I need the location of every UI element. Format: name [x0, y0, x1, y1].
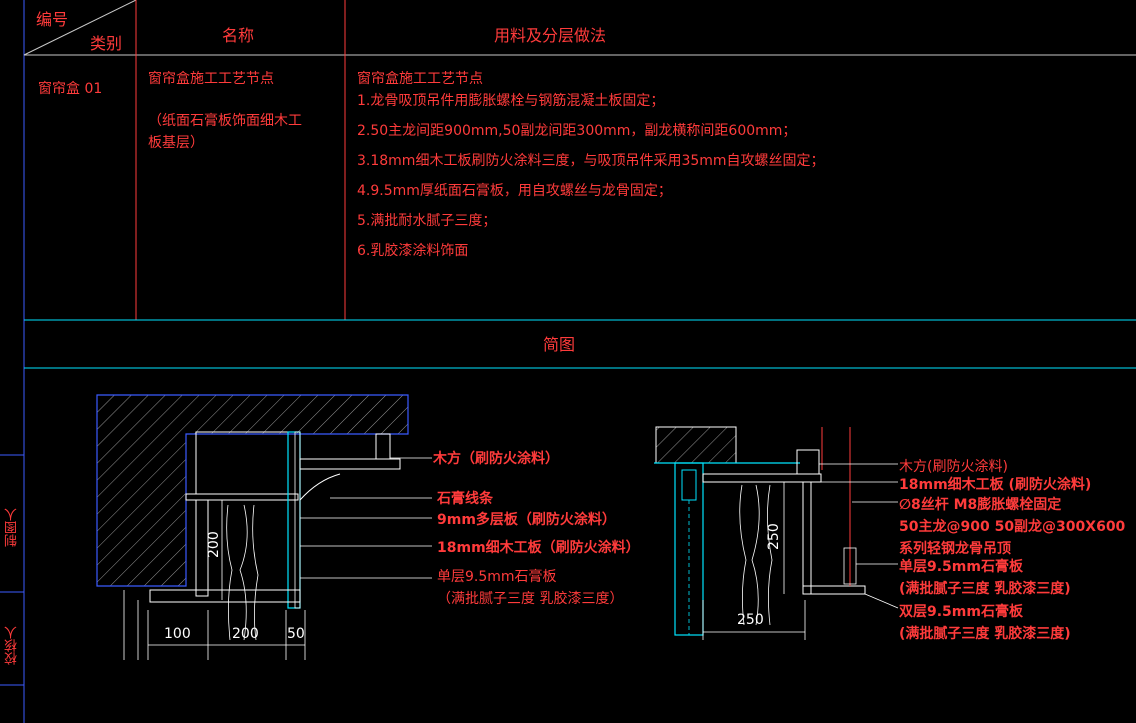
right-label-finish-2: (满批腻子三度 乳胶漆三度): [899, 626, 1071, 642]
left-dim-50: 50: [287, 626, 305, 642]
right-label-gypsum-double: 双层9.5mm石膏板: [899, 604, 1023, 620]
right-label-18mm: 18mm细木工板 (刷防火涂料): [899, 477, 1092, 493]
concrete-beam: [655, 426, 737, 464]
step-item: 4.9.5mm厚纸面石膏板，用自攻螺丝与龙骨固定；: [357, 183, 672, 199]
left-label-molding: 石膏线条: [437, 491, 493, 507]
left-label-timber: 木方（刷防火涂料）: [433, 451, 559, 467]
left-dim-100: 100: [164, 626, 191, 642]
left-label-18mm: 18mm细木工板（刷防火涂料）: [437, 540, 640, 556]
step-item: 2.50主龙间距900mm,50副龙间距300mm，副龙横称间距600mm；: [357, 123, 797, 139]
curtain: [226, 504, 259, 641]
board-18mm: [702, 473, 822, 483]
step-item: 5.满批耐水腻子三度；: [357, 213, 497, 229]
right-label-system: 系列轻钢龙骨吊顶: [899, 541, 1011, 557]
step-item: 3.18mm细木工板刷防火涂料三度，与吸顶吊件采用35mm自攻螺丝固定；: [357, 153, 825, 169]
steps-list: 1.龙骨吸顶吊件用膨胀螺栓与钢筋混凝土板固定； 2.50主龙间距900mm,50…: [357, 86, 825, 266]
right-label-finish-1: (满批腻子三度 乳胶漆三度): [899, 581, 1071, 597]
right-label-keel: 50主龙@900 50副龙@300X600: [899, 519, 1126, 535]
left-label-gypsum: 单层9.5mm石膏板: [437, 569, 557, 585]
step-item: 1.龙骨吸顶吊件用膨胀螺栓与钢筋混凝土板固定；: [357, 93, 665, 109]
left-label-9mm: 9mm多层板（刷防火涂料）: [437, 512, 616, 528]
step-item: 6.乳胶漆涂料饰面: [357, 243, 469, 259]
row-name-line1: 窗帘盒施工工艺节点: [148, 71, 274, 87]
ceiling-board: [802, 585, 866, 595]
curtain: [739, 484, 773, 626]
header-code: 编号: [36, 10, 69, 29]
row-code: 窗帘盒 01: [38, 81, 103, 97]
header-category: 类别: [90, 34, 123, 53]
right-label-timber: 木方(刷防火涂料): [899, 459, 1008, 475]
concrete-slab: [96, 394, 409, 587]
right-dim-250-horizontal: 250: [737, 612, 764, 628]
right-label-rod: ∅8丝杆 M8膨胀螺栓固定: [899, 497, 1062, 513]
box-side: [802, 481, 812, 595]
left-dim-200: 200: [232, 626, 259, 642]
bottom-board: [149, 589, 301, 603]
left-label-finish: （满批腻子三度 乳胶漆三度）: [437, 591, 624, 607]
row-name-line2: （纸面石膏板饰面细木工: [148, 113, 302, 129]
header-materials: 用料及分层做法: [494, 26, 607, 45]
row-name-line3: 板基层）: [148, 135, 204, 151]
wall-batten: [195, 499, 209, 597]
board-9mm: [185, 493, 299, 501]
gypsum-side: [294, 431, 301, 609]
ceiling-board: [299, 458, 401, 470]
timber-block: [375, 433, 391, 460]
header-name: 名称: [222, 26, 255, 45]
gypsum-molding: [299, 473, 341, 501]
right-dim-250-vertical: 250: [766, 523, 782, 550]
timber-block: [796, 449, 820, 475]
steps-title: 窗帘盒施工工艺节点: [357, 71, 483, 87]
right-label-gypsum-single: 单层9.5mm石膏板: [899, 559, 1023, 575]
section-title: 简图: [543, 335, 576, 354]
